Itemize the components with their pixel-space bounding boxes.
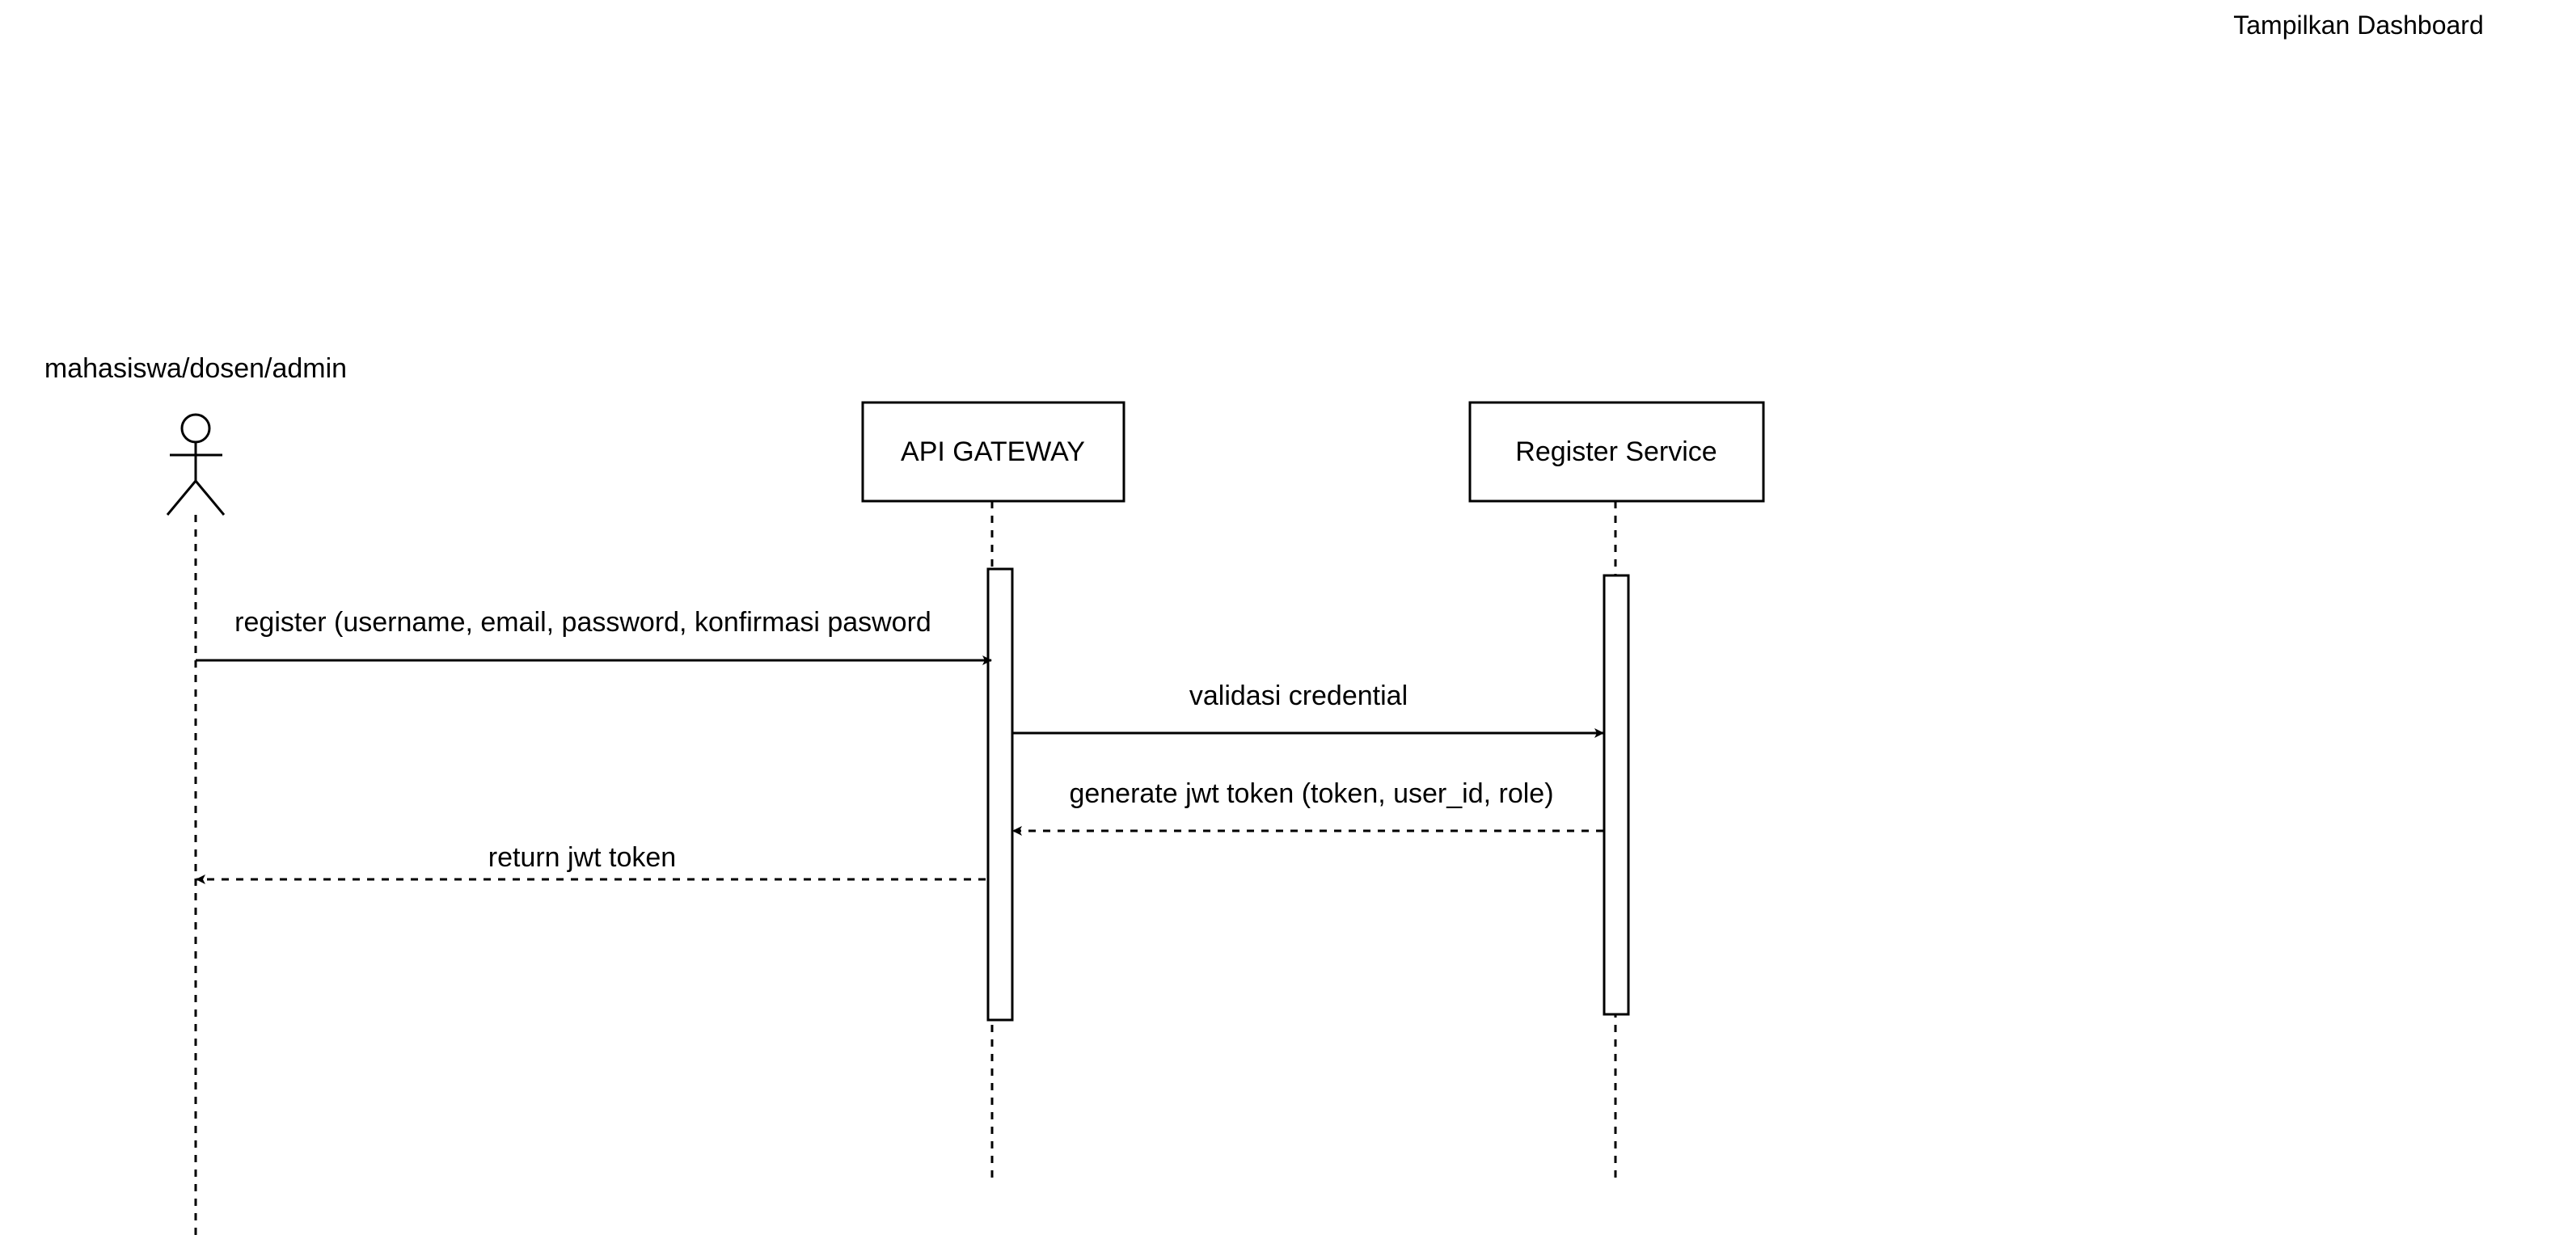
message-generate-jwt-token: generate jwt token (token, user_id, role… [1012, 778, 1603, 836]
message-register: register (username, email, password, kon… [196, 607, 992, 665]
participant-register-service: Register Service [1468, 401, 1765, 503]
message-return-jwt-token-label: return jwt token [488, 842, 676, 873]
message-validasi-credential-label: validasi credential [1189, 681, 1408, 711]
header-text: Tampilkan Dashboard [2233, 11, 2484, 40]
participant-api-gateway: API GATEWAY [861, 401, 1125, 503]
message-return-jwt-token: return jwt token [196, 842, 986, 884]
register-service-activation-bar [1603, 574, 1630, 1016]
message-register-label: register (username, email, password, kon… [234, 607, 931, 638]
participant-register-service-label: Register Service [1515, 436, 1717, 467]
message-validasi-credential: validasi credential [1012, 681, 1604, 738]
message-generate-jwt-token-label: generate jwt token (token, user_id, role… [1069, 778, 1553, 809]
actor-stick-figure-icon [166, 413, 226, 516]
actor-label: mahasiswa/dosen/admin [44, 353, 347, 384]
api-gateway-activation-bar [986, 567, 1014, 1022]
participant-api-gateway-label: API GATEWAY [901, 436, 1085, 467]
